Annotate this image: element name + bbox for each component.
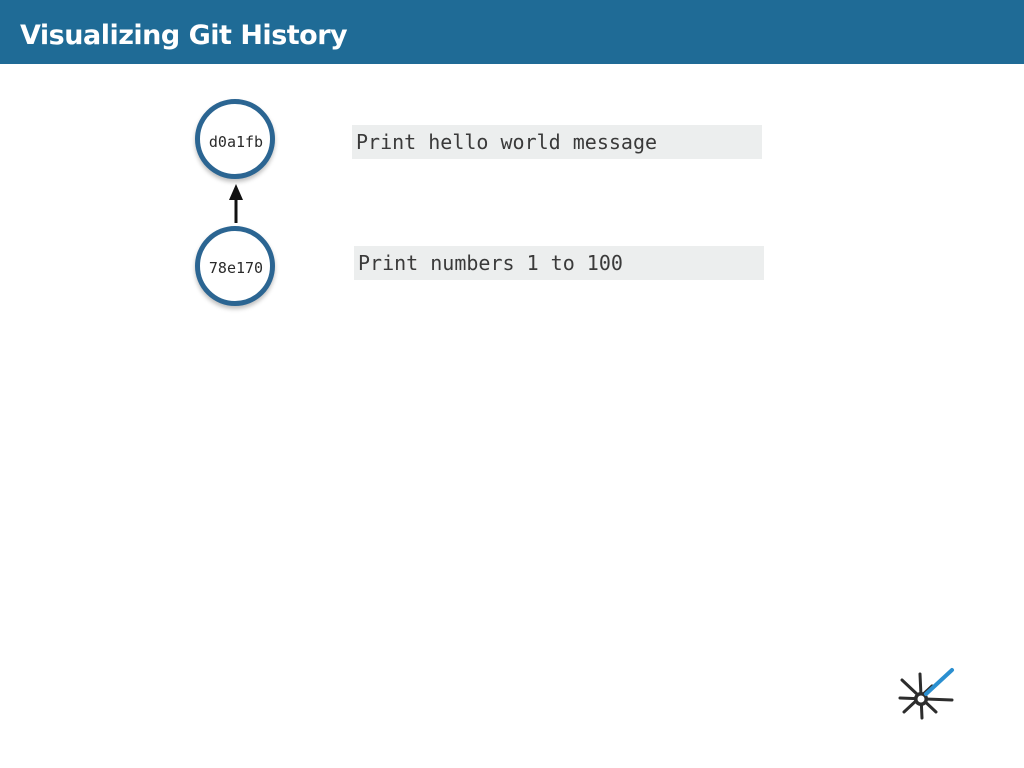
commit-hash: d0a1fb — [208, 133, 264, 151]
commit-node-d0a1fb[interactable] — [195, 99, 275, 179]
software-carpentry-logo-icon — [898, 668, 954, 720]
title-bar: Visualizing Git History — [0, 0, 1024, 64]
commit-message: Print numbers 1 to 100 — [354, 246, 764, 280]
commit-node-78e170[interactable] — [195, 226, 275, 306]
slide-title: Visualizing Git History — [20, 20, 348, 51]
commit-hash: 78e170 — [208, 259, 264, 277]
commit-message: Print hello world message — [352, 125, 762, 159]
